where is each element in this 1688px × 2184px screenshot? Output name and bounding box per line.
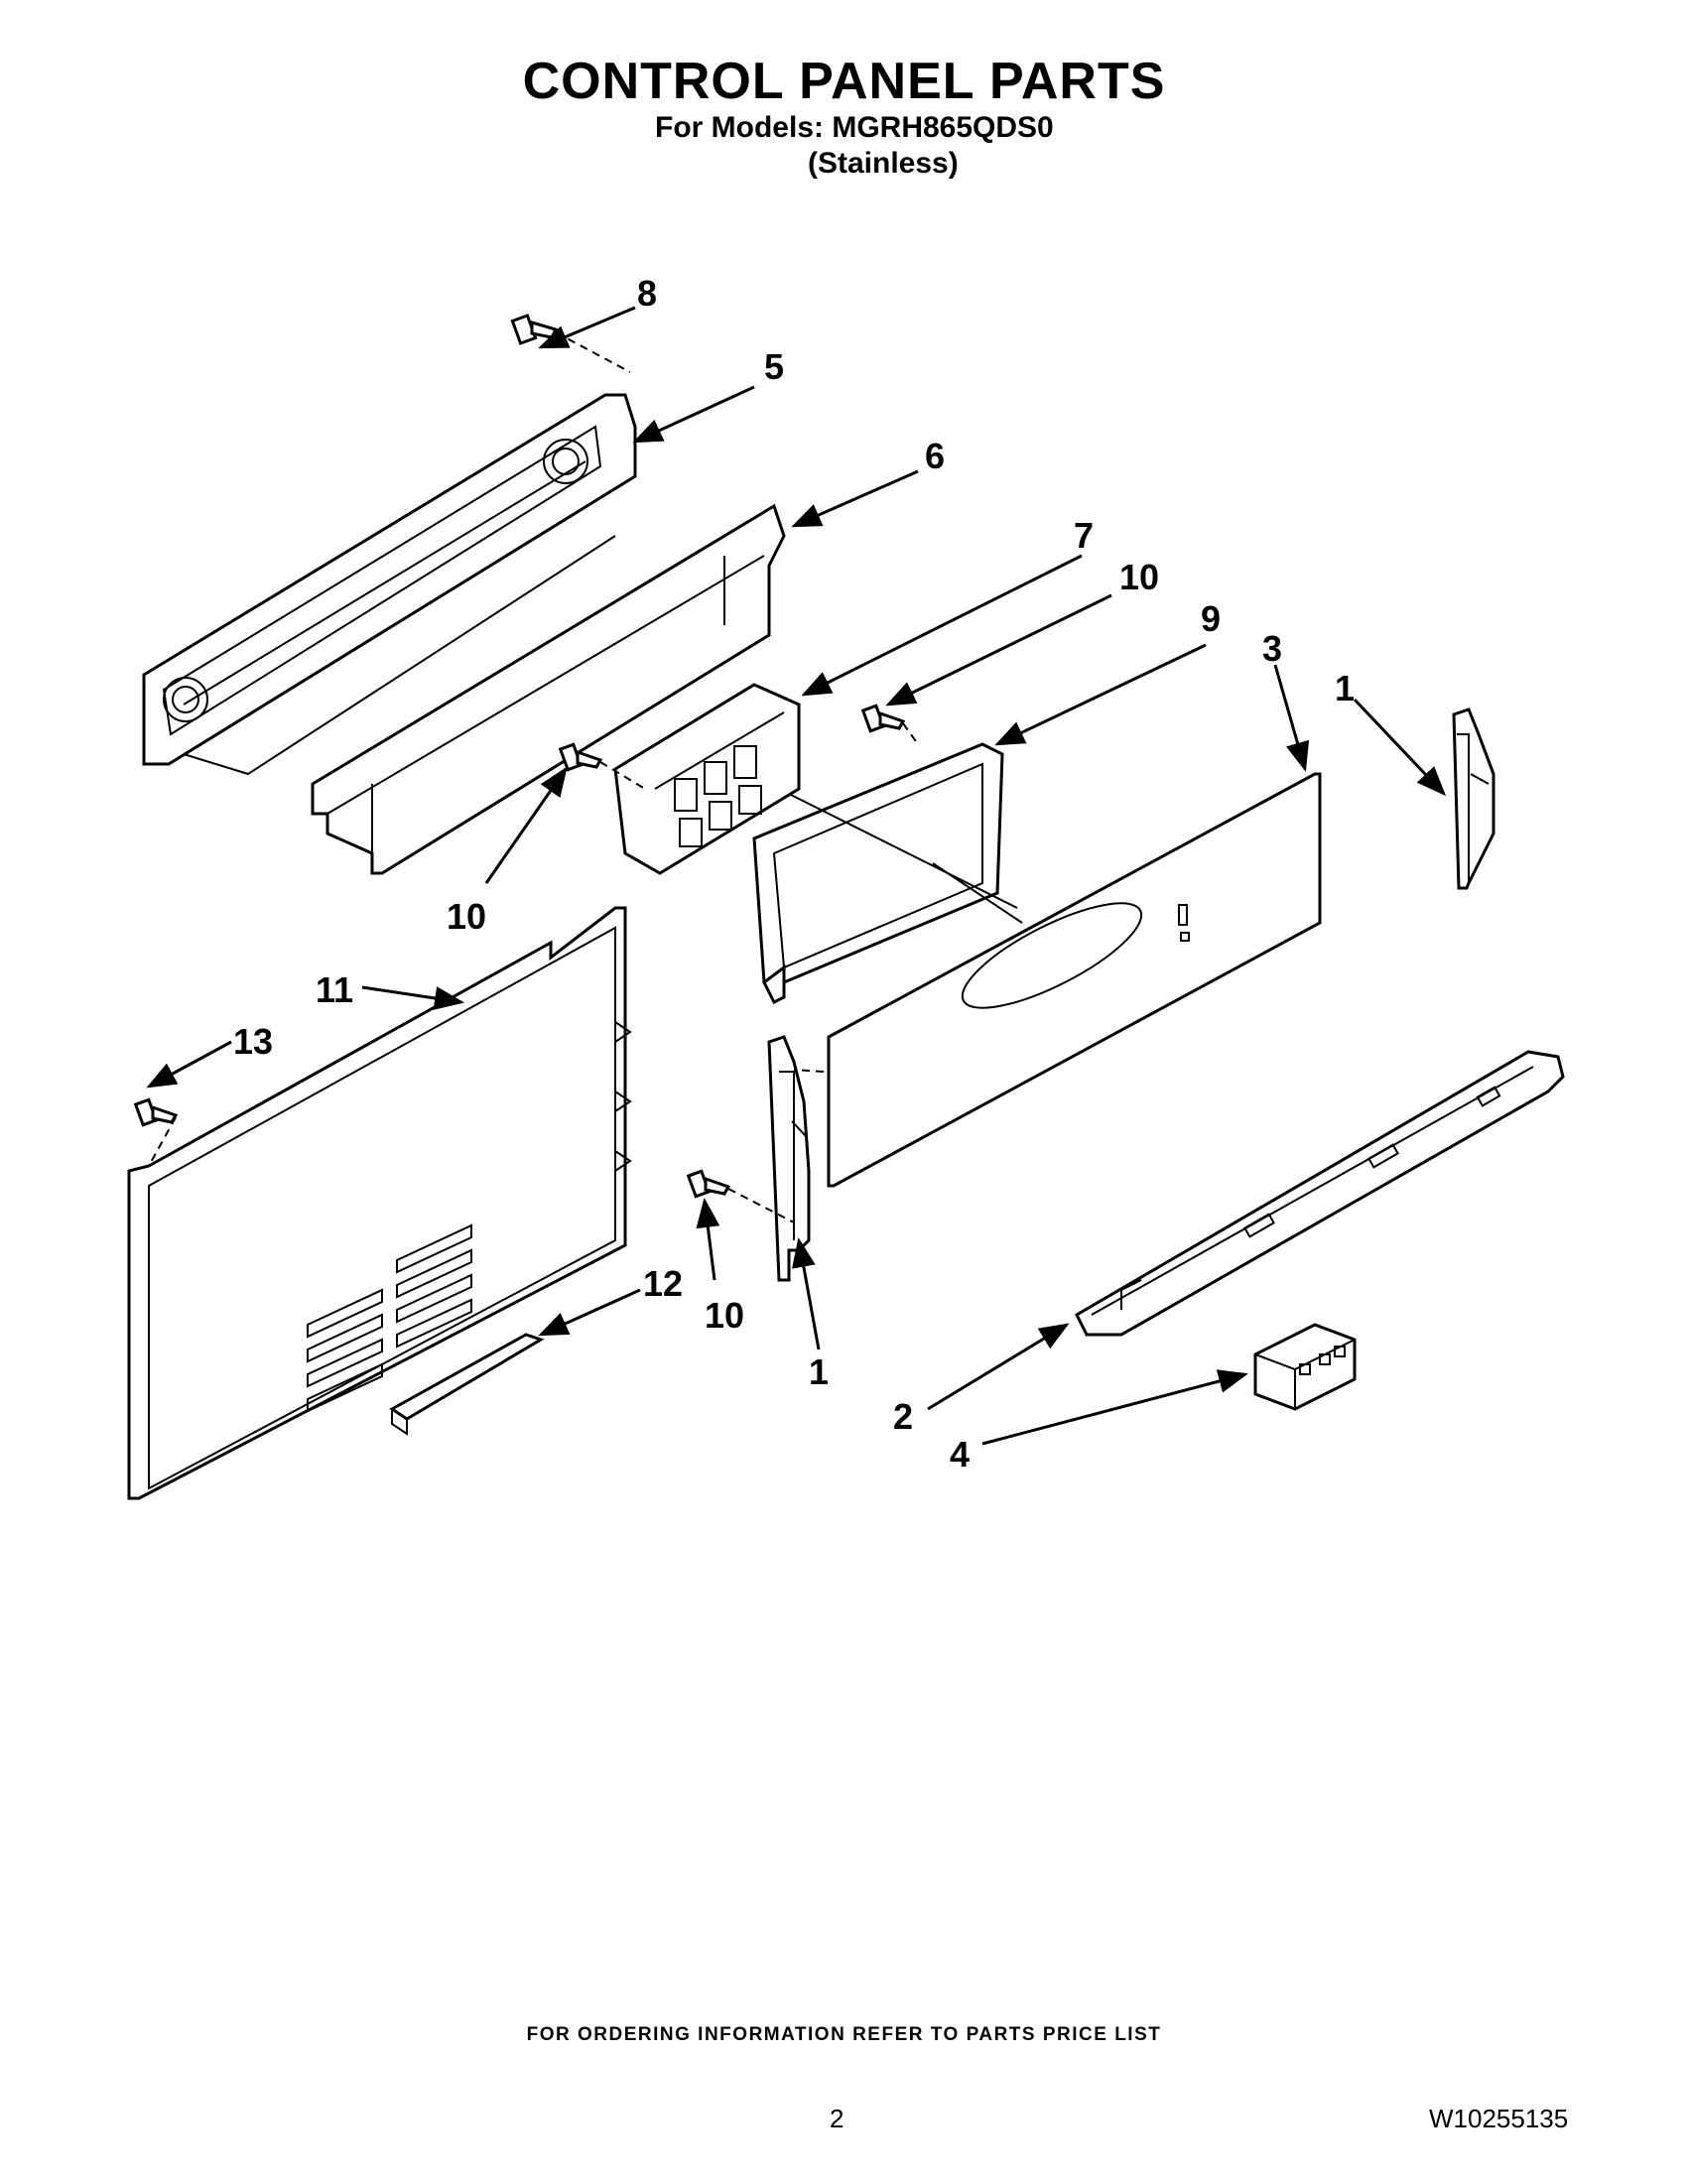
part-9-display-bracket [752, 742, 1023, 1005]
callout-3: 3 [1262, 628, 1282, 669]
page-number: 2 [830, 2104, 844, 2133]
part-12-strip [389, 1333, 545, 1436]
part-1-endcap-right [1452, 707, 1495, 890]
callout-5: 5 [764, 346, 784, 387]
part-13-screw [133, 1097, 179, 1167]
callout-12: 12 [643, 1263, 683, 1304]
callout-13: 13 [233, 1021, 273, 1062]
part-10-screw-right [860, 704, 919, 745]
callout-1-left: 1 [809, 1351, 829, 1392]
part-6-insulation [311, 503, 786, 875]
leader-lines [146, 306, 1447, 1446]
part-5-rear-panel [142, 393, 637, 776]
callout-4: 4 [950, 1434, 970, 1475]
callout-10-bottom: 10 [705, 1295, 744, 1336]
part-7-control-housing [613, 683, 801, 875]
part-4-control-module [1253, 1323, 1357, 1411]
part-8-screw [510, 314, 631, 373]
callout-1-right: 1 [1335, 668, 1355, 708]
document-number: W10255135 [1429, 2104, 1569, 2133]
callout-11: 11 [316, 969, 353, 1010]
callout-10-left: 10 [447, 896, 486, 937]
ordering-note: FOR ORDERING INFORMATION REFER TO PARTS … [526, 2024, 1162, 2045]
part-11-rear-panel [127, 906, 632, 1500]
part-10-screw-lower [686, 1169, 795, 1223]
part-3-control-glass [827, 772, 1322, 1188]
callout-8: 8 [637, 273, 657, 314]
callout-6: 6 [925, 436, 945, 476]
page-title: CONTROL PANEL PARTS [522, 53, 1166, 110]
callout-7: 7 [1074, 515, 1094, 556]
finish-line: (Stainless) [808, 147, 959, 180]
callout-2: 2 [893, 1396, 913, 1437]
part-1-endcap-left [767, 1035, 825, 1282]
models-line: For Models: MGRH865QDS0 [655, 111, 1054, 144]
part-10-screw-left [558, 742, 646, 790]
callout-9: 9 [1201, 598, 1221, 639]
callout-10-top: 10 [1119, 557, 1159, 597]
part-2-console-trim [1075, 1050, 1565, 1337]
